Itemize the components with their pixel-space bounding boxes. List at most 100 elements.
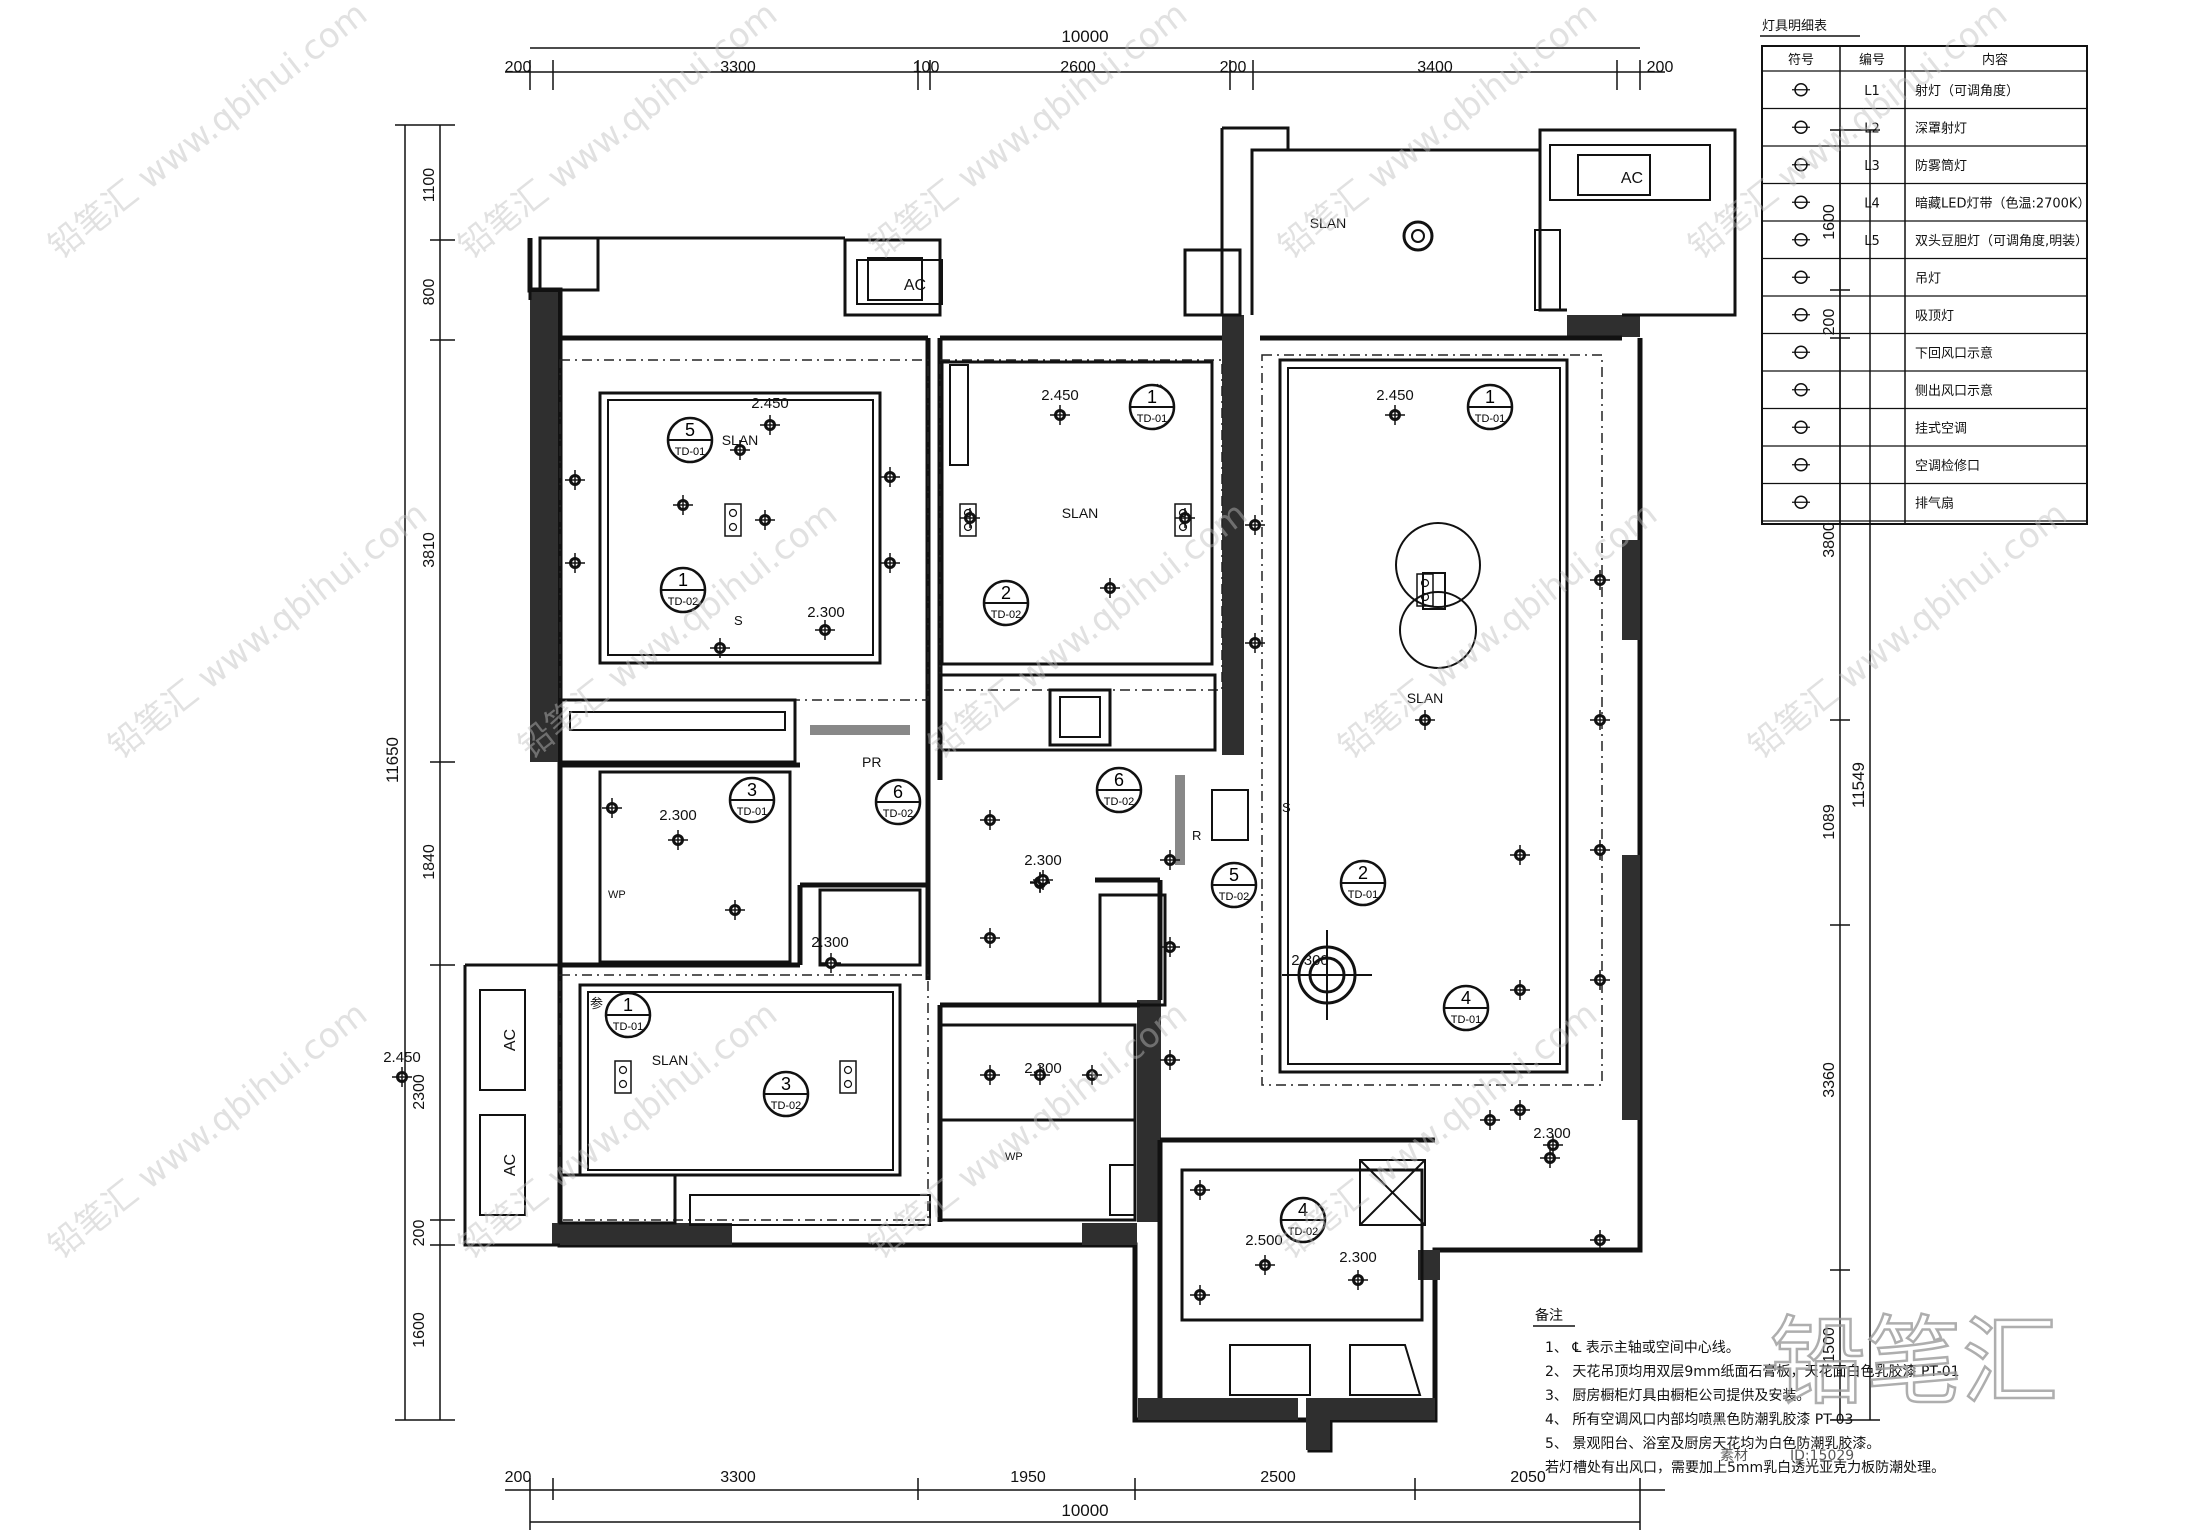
grille-light-icon [1174, 503, 1192, 537]
tag-code: TD-02 [883, 808, 914, 820]
height-label: 2.450 [1041, 387, 1079, 404]
legend-symbol-icon [1792, 308, 1810, 322]
tag-number: 6 [1114, 770, 1124, 790]
room-tag: 5 TD-02 [1210, 861, 1258, 909]
tag-code: TD-01 [737, 806, 768, 818]
dim-top-seg-5: 200 [1220, 59, 1247, 76]
wall-segment [1622, 540, 1640, 640]
tag-number: 3 [781, 1074, 791, 1094]
return-vent-bar [1175, 775, 1185, 865]
notes-title: 备注 [1535, 1307, 1563, 1324]
spotlight-icon [1510, 980, 1530, 1000]
watermark-text: 铅笔汇 www.qbihui.com [1331, 494, 1665, 767]
dim-top-seg-1: 200 [505, 59, 532, 76]
spotlight-icon [1510, 845, 1530, 865]
spotlight-icon [1160, 850, 1180, 870]
dim-right-seg-3: 3800 [1821, 522, 1838, 558]
grille-light-icon [959, 503, 977, 537]
wall-segment [1222, 315, 1244, 755]
ac-labels: AC AC AC AC [502, 170, 1643, 1176]
tag-number: 4 [1298, 1200, 1308, 1220]
dim-bottom-seg-5: 2050 [1510, 1469, 1546, 1486]
spotlight-icon [1190, 1180, 1210, 1200]
spotlight-icon [1082, 1065, 1102, 1085]
note-item: 2、 天花吊顶均用双层9mm纸面石膏板，天花面白色乳胶漆 PT-01 [1545, 1363, 1960, 1380]
top-dimensions: 10000 200 3300 100 2600 200 3400 200 [505, 27, 1674, 90]
slan-label: SLAN [652, 1052, 689, 1068]
grille-light-icon [724, 503, 742, 537]
right-dimensions: 11549 1600 200 3800 1089 3360 1500 [1821, 129, 1880, 1421]
dim-left-seg-6: 200 [411, 1220, 428, 1247]
spotlight-icon [1590, 1230, 1610, 1250]
watermark-brand-big: 铅笔汇 [1770, 1306, 2058, 1418]
tag-number: 2 [1358, 863, 1368, 883]
dim-left-seg-7: 1600 [411, 1312, 428, 1348]
spotlight-icon [1245, 515, 1265, 535]
legend-symbol-icon [1792, 195, 1810, 209]
slan-label: SLAN [1407, 690, 1444, 706]
watermark-big: 铅笔汇 素材 ID:15029 [1720, 1305, 2059, 1464]
tag-number: 5 [1229, 865, 1239, 885]
wall-segment [1567, 315, 1640, 337]
tag-code: TD-02 [771, 1100, 802, 1112]
fixtures-large [1282, 220, 1481, 1020]
legend-header: 符号 [1788, 52, 1814, 68]
tag-code: TD-01 [613, 1021, 644, 1033]
room-tag: 1 TD-01 [1466, 383, 1514, 431]
pr-label: PR [862, 754, 881, 770]
dim-left-seg-4: 1840 [421, 844, 438, 880]
legend-desc: 吊灯 [1915, 271, 1941, 286]
legend-symbol-icon [1792, 83, 1810, 97]
wp-label: WP [1005, 1151, 1023, 1163]
watermark-text: 铅笔汇 www.qbihui.com [41, 994, 375, 1267]
wall-segment [1622, 855, 1640, 1120]
dim-left-seg-2: 800 [421, 279, 438, 306]
spotlight-icon [1255, 1255, 1275, 1275]
legend-title: 灯具明细表 [1762, 19, 1827, 34]
legend-symbol-icon [1792, 420, 1810, 434]
ac-label: AC [502, 1154, 519, 1176]
room-tag: 5 TD-01 [666, 416, 714, 464]
tag-code: TD-02 [1104, 796, 1135, 808]
spotlight-icon [1385, 405, 1405, 425]
legend-code: L3 [1864, 159, 1880, 174]
watermark-text: 铅笔汇 www.qbihui.com [451, 0, 785, 267]
room-tag: 1 TD-02 [659, 566, 707, 614]
legend-desc: 射灯（可调角度） [1915, 83, 2019, 99]
ac-label: AC [1621, 170, 1643, 187]
wp-label: WP [608, 889, 626, 901]
height-label: 2.300 [811, 934, 849, 951]
spotlight-icon [725, 900, 745, 920]
watermark-text: 铅笔汇 www.qbihui.com [41, 0, 375, 267]
r-label: R [1192, 828, 1201, 843]
grille-light-icon [614, 1060, 632, 1094]
height-label: 2.300 [1024, 1060, 1062, 1077]
height-label: 2.300 [1339, 1249, 1377, 1266]
ceiling-outlines [558, 154, 1651, 1396]
room-tag: 1 TD-01 [604, 991, 652, 1039]
watermark-text: 铅笔汇 www.qbihui.com [101, 494, 435, 767]
legend-desc: 深罩射灯 [1915, 120, 1967, 136]
spotlight-icon [960, 508, 980, 528]
spotlight-icon [1050, 405, 1070, 425]
spotlight-icon [980, 928, 1000, 948]
grille-light-icon [1416, 573, 1434, 607]
dim-top-seg-7: 200 [1647, 59, 1674, 76]
left-dimensions: 11650 1100 800 3810 1840 2300 200 1600 [383, 124, 455, 1421]
spotlight-icon [1590, 570, 1610, 590]
tag-code: TD-01 [1137, 413, 1168, 425]
spotlight-icon [1590, 840, 1610, 860]
legend-desc: 防雾筒灯 [1915, 158, 1967, 174]
room-tag: 6 TD-02 [874, 778, 922, 826]
spotlight-icon [1033, 870, 1053, 890]
spotlights [392, 405, 1610, 1305]
watermark-text: 铅笔汇 www.qbihui.com [861, 0, 1195, 267]
height-label: 2.300 [1533, 1125, 1571, 1142]
spotlight-icon [980, 1065, 1000, 1085]
watermark-id: ID:15029 [1790, 1448, 1854, 1464]
wall-segment [1330, 1398, 1435, 1420]
dim-top-seg-2: 3300 [720, 59, 756, 76]
spotlight-icon [1100, 578, 1120, 598]
spotlight-icon [565, 470, 585, 490]
